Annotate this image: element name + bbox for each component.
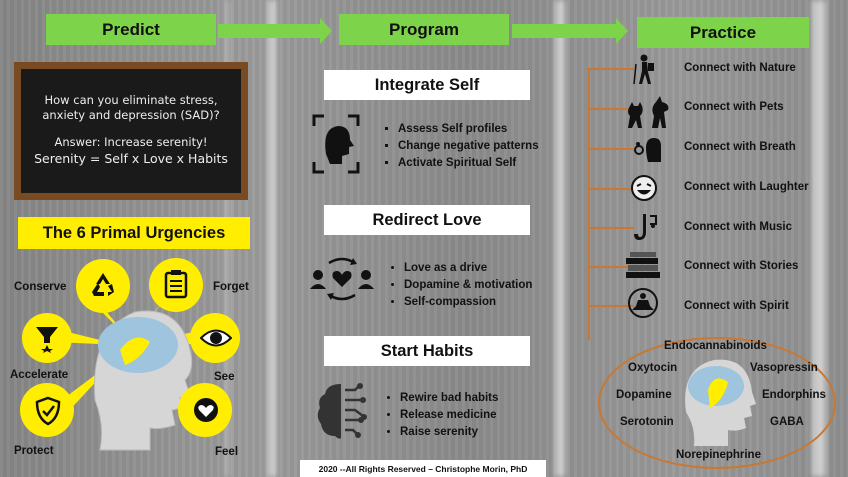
breath-icon (634, 138, 661, 162)
timeline-tick (590, 108, 634, 110)
saxophone-icon (634, 214, 657, 240)
brain-head-graphic (685, 359, 756, 446)
bullet-item: Raise serenity (400, 424, 498, 441)
program-header: Program (339, 14, 509, 45)
conserve-circle (76, 259, 130, 313)
chalkboard: How can you eliminate stress, anxiety an… (14, 62, 248, 200)
practice-item-music: Connect with Music (684, 221, 792, 233)
answer-text: Answer: Increase serenity! (54, 135, 208, 149)
arrow-program-practice (512, 18, 628, 44)
eye-icon (200, 329, 232, 347)
formula-text: Serenity = Self x Love x Habits (34, 151, 228, 166)
brain-circuit-icon (317, 383, 367, 439)
head-profile-icon (312, 114, 360, 174)
hormone-serotonin: Serotonin (620, 416, 674, 428)
practice-item-breath: Connect with Breath (684, 141, 796, 153)
bullet-item: Assess Self profiles (398, 121, 539, 138)
light-streak (555, 0, 565, 477)
hormones-ellipse (598, 337, 836, 469)
pets-icon (628, 96, 669, 128)
timeline-tick (590, 266, 634, 268)
protect-label: Protect (14, 445, 54, 457)
bullet-item: Self-compassion (404, 294, 532, 311)
heart-icon (194, 398, 218, 422)
redirect-love-title: Redirect Love (324, 205, 530, 235)
feel-label: Feel (215, 446, 239, 458)
copyright-footer: 2020 --All Rights Reserved – Christophe … (300, 460, 546, 477)
hormone-endorphins: Endorphins (762, 389, 826, 401)
see-label: See (214, 371, 235, 383)
love-cycle-icon (310, 257, 374, 301)
bullet-item: Love as a drive (404, 260, 532, 277)
practice-item-pets: Connect with Pets (684, 101, 784, 113)
bullet-item: Rewire bad habits (400, 390, 498, 407)
practice-item-laughter: Connect with Laughter (684, 181, 809, 193)
start-habits-title: Start Habits (324, 336, 530, 366)
timeline-tick (590, 305, 634, 307)
clipboard-icon (164, 270, 188, 299)
integrate-self-title: Integrate Self (324, 70, 530, 100)
question-line-1: How can you eliminate stress, (44, 93, 218, 107)
arrow-predict-program (218, 18, 332, 44)
recycle-icon (92, 273, 114, 296)
bullet-item: Release medicine (400, 407, 498, 424)
light-streak (268, 0, 276, 477)
meditation-icon (628, 288, 658, 318)
practice-item-nature: Connect with Nature (684, 62, 796, 74)
light-streak (812, 0, 826, 477)
practice-header: Practice (637, 17, 809, 48)
hormone-vasopressin: Vasopressin (750, 362, 818, 374)
hormone-gaba: GABA (770, 416, 804, 428)
accelerate-label: Accelerate (10, 369, 69, 381)
books-icon (626, 252, 660, 278)
laughter-icon (631, 175, 657, 201)
question-line-2: anxiety and depression (SAD)? (42, 108, 220, 122)
predict-header: Predict (46, 14, 216, 45)
hormone-endocannabinoids: Endocannabinoids (664, 340, 767, 352)
integrate-self-bullets: Assess Self profiles Change negative pat… (382, 121, 539, 172)
protect-circle (20, 383, 74, 437)
practice-item-stories: Connect with Stories (684, 260, 799, 272)
forget-label: Forget (213, 281, 249, 293)
conserve-label: Conserve (14, 281, 67, 293)
timeline-tick (590, 68, 634, 70)
timeline-tick (590, 148, 634, 150)
hormone-norepinephrine: Norepinephrine (676, 449, 761, 461)
timeline-tick (590, 227, 634, 229)
bullet-item: Change negative patterns (398, 138, 539, 155)
practice-item-spirit: Connect with Spirit (684, 300, 789, 312)
bullet-item: Dopamine & motivation (404, 277, 532, 294)
hormone-dopamine: Dopamine (616, 389, 672, 401)
hormone-oxytocin: Oxytocin (628, 362, 678, 374)
bullet-item: Activate Spiritual Self (398, 155, 539, 172)
redirect-love-bullets: Love as a drive Dopamine & motivation Se… (388, 260, 532, 311)
shield-icon (35, 396, 61, 426)
funnel-star-icon (36, 327, 58, 353)
timeline-tick (590, 188, 634, 190)
hiker-icon (633, 54, 654, 85)
practice-timeline (588, 68, 590, 340)
urgencies-title: The 6 Primal Urgencies (18, 217, 250, 249)
start-habits-bullets: Rewire bad habits Release medicine Raise… (384, 390, 498, 441)
